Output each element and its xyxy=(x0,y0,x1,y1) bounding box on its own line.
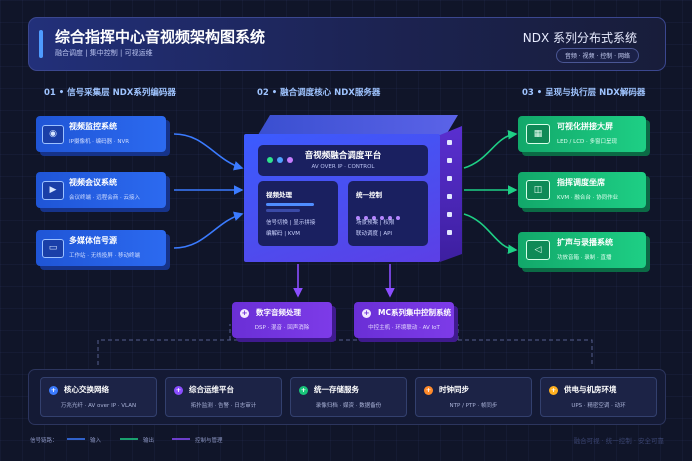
unified-control-line-1: 场景预案 | 权限 xyxy=(356,220,395,226)
header-banner: 综合指挥中心音视频架构图系统 融合调度 | 集中控制 | 可视运维 NDX 系列… xyxy=(28,17,666,71)
infra-card-title: 供电与机房环境 xyxy=(564,385,617,394)
control-dot-row xyxy=(356,205,400,224)
unified-control-line-2: 联动调度 | API xyxy=(356,231,393,237)
server-status-led xyxy=(447,212,452,217)
ops-icon: + xyxy=(174,386,183,395)
video-processing-line-2: 编解码 | KVM xyxy=(266,231,300,237)
storage-icon: + xyxy=(299,386,308,395)
video-processing-panel[interactable]: 视频处理 信号切换 | 显示拼接 编解码 | KVM xyxy=(258,181,338,246)
page-title: 综合指挥中心音视频架构图系统 xyxy=(55,28,266,46)
output-link-3 xyxy=(463,213,518,255)
camera-icon: ◉ xyxy=(42,125,64,144)
infra-card-ops-platform[interactable]: + 综合运维平台 拓扑监测 · 告警 · 日志审计 xyxy=(165,377,282,417)
output-card-dispatch-seat[interactable]: ◫ 指挥调度坐席 KVM · 融合台 · 协同作业 xyxy=(518,172,646,208)
legend-output-label: 输出 xyxy=(143,438,155,444)
infra-bus xyxy=(97,339,593,365)
core-platform-title: 音视频融合调度平台 xyxy=(304,151,382,161)
page-subtitle: 融合调度 | 集中控制 | 可视运维 xyxy=(55,49,153,57)
core-platform-subtitle: AV OVER IP · CONTROL xyxy=(311,164,375,170)
core-platform-panel: 音视频融合调度平台 AV OVER IP · CONTROL xyxy=(258,145,428,176)
output-card-subtitle: KVM · 融合台 · 协同作业 xyxy=(557,195,619,201)
output-card-subtitle: LED / LCD · 多窗口呈现 xyxy=(557,139,618,145)
brand-label: NDX 系列分布式系统 xyxy=(522,31,637,45)
module-title: MC系列集中控制系统 xyxy=(378,308,451,317)
indicator-dot-purple xyxy=(287,157,293,163)
infra-card-title: 时钟同步 xyxy=(439,385,469,394)
footer-slogan: 融合可视 · 统一控制 · 安全可靠 xyxy=(573,437,664,445)
module-subtitle: DSP · 混音 · 回声消除 xyxy=(254,325,310,331)
plus-icon: + xyxy=(362,309,371,318)
output-card-subtitle: 功放音箱 · 录制 · 直播 xyxy=(557,255,612,261)
legend-control-label: 控制与管理 xyxy=(195,438,223,444)
speaker-icon: ◁ xyxy=(526,240,550,260)
server-status-led xyxy=(447,194,452,199)
input-card-subtitle: 会议终端 · 远程会商 · 云接入 xyxy=(69,195,140,201)
video-processing-bar xyxy=(266,203,314,206)
unified-control-title: 统一控制 xyxy=(356,191,382,199)
indicator-dot-green xyxy=(267,157,273,163)
monitor-icon: ▭ xyxy=(42,239,64,258)
module-subtitle: 中控主机 · 环境联动 · AV IoT xyxy=(368,325,440,331)
input-card-multimedia-source[interactable]: ▭ 多媒体信号源 工作站 · 无线投屏 · 移动终端 xyxy=(36,230,166,266)
section-title-output: 03 • 呈现与执行层 NDX解码器 xyxy=(522,88,646,98)
video-processing-line-1: 信号切换 | 显示拼接 xyxy=(266,220,316,226)
video-processing-title: 视频处理 xyxy=(266,191,292,199)
infra-card-core-network[interactable]: + 核心交换网络 万兆光纤 · AV over IP · VLAN xyxy=(40,377,157,417)
infra-card-subtitle: UPS · 精密空调 · 动环 xyxy=(571,403,626,409)
input-link-3 xyxy=(173,211,244,249)
input-link-1 xyxy=(173,133,244,171)
server-status-led xyxy=(447,140,452,145)
server-status-led xyxy=(447,158,452,163)
output-card-video-wall[interactable]: ▦ 可视化拼接大屏 LED / LCD · 多窗口呈现 xyxy=(518,116,646,152)
video-processing-bar xyxy=(266,209,300,212)
output-card-title: 指挥调度坐席 xyxy=(557,178,605,187)
input-card-title: 多媒体信号源 xyxy=(69,236,117,245)
output-link-1 xyxy=(463,129,518,169)
power-icon: + xyxy=(549,386,558,395)
infra-card-title: 核心交换网络 xyxy=(64,385,109,394)
clock-icon: + xyxy=(424,386,433,395)
input-card-video-surveillance[interactable]: ◉ 视频监控系统 IP摄像机 · 编码器 · NVR xyxy=(36,116,166,152)
network-icon: + xyxy=(49,386,58,395)
infra-card-subtitle: NTP / PTP · 帧同步 xyxy=(449,403,498,409)
module-central-control[interactable]: + MC系列集中控制系统 中控主机 · 环境联动 · AV IoT xyxy=(354,302,454,338)
output-card-title: 可视化拼接大屏 xyxy=(557,122,613,131)
legend-input-label: 输入 xyxy=(90,438,102,444)
header-tags: 音频 · 视频 · 控制 · 网络 xyxy=(555,48,639,63)
section-title-input: 01 • 信号采集层 NDX系列编码器 xyxy=(44,88,176,98)
infra-card-subtitle: 万兆光纤 · AV over IP · VLAN xyxy=(60,403,137,409)
server-status-led xyxy=(447,176,452,181)
output-card-title: 扩声与录播系统 xyxy=(557,238,613,247)
infra-card-power-environment[interactable]: + 供电与机房环境 UPS · 精密空调 · 动环 xyxy=(540,377,657,417)
video-call-icon: ▶ xyxy=(42,181,64,200)
output-card-audio-recording[interactable]: ◁ 扩声与录播系统 功放音箱 · 录制 · 直播 xyxy=(518,232,646,268)
plus-icon: + xyxy=(240,309,249,318)
input-card-subtitle: 工作站 · 无线投屏 · 移动终端 xyxy=(69,253,140,259)
module-title: 数字音频处理 xyxy=(256,308,301,317)
infra-card-storage[interactable]: + 统一存储服务 录像归档 · 媒资 · 数据备份 xyxy=(290,377,407,417)
infra-card-subtitle: 录像归档 · 媒资 · 数据备份 xyxy=(315,403,382,409)
input-card-subtitle: IP摄像机 · 编码器 · NVR xyxy=(69,139,130,145)
module-digital-audio[interactable]: + 数字音频处理 DSP · 混音 · 回声消除 xyxy=(232,302,332,338)
infra-card-title: 综合运维平台 xyxy=(189,385,234,394)
console-seat-icon: ◫ xyxy=(526,180,550,200)
infra-card-clock-sync[interactable]: + 时钟同步 NTP / PTP · 帧同步 xyxy=(415,377,532,417)
server-top-face xyxy=(258,115,458,135)
input-card-video-conference[interactable]: ▶ 视频会议系统 会议终端 · 远程会商 · 云接入 xyxy=(36,172,166,208)
infra-card-subtitle: 拓扑监测 · 告警 · 日志审计 xyxy=(190,403,257,409)
server-status-led xyxy=(447,230,452,235)
input-card-title: 视频会议系统 xyxy=(69,178,117,187)
infra-card-title: 统一存储服务 xyxy=(314,385,359,394)
legend-title: 信号链路： xyxy=(30,438,58,444)
header-accent-bar xyxy=(39,30,43,58)
input-card-title: 视频监控系统 xyxy=(69,122,117,131)
indicator-dot-blue xyxy=(277,157,283,163)
video-wall-icon: ▦ xyxy=(526,124,550,144)
unified-control-panel[interactable]: 统一控制 场景预案 | 权限 联动调度 | API xyxy=(348,181,428,246)
section-title-core: 02 • 融合调度核心 NDX服务器 xyxy=(257,88,381,98)
